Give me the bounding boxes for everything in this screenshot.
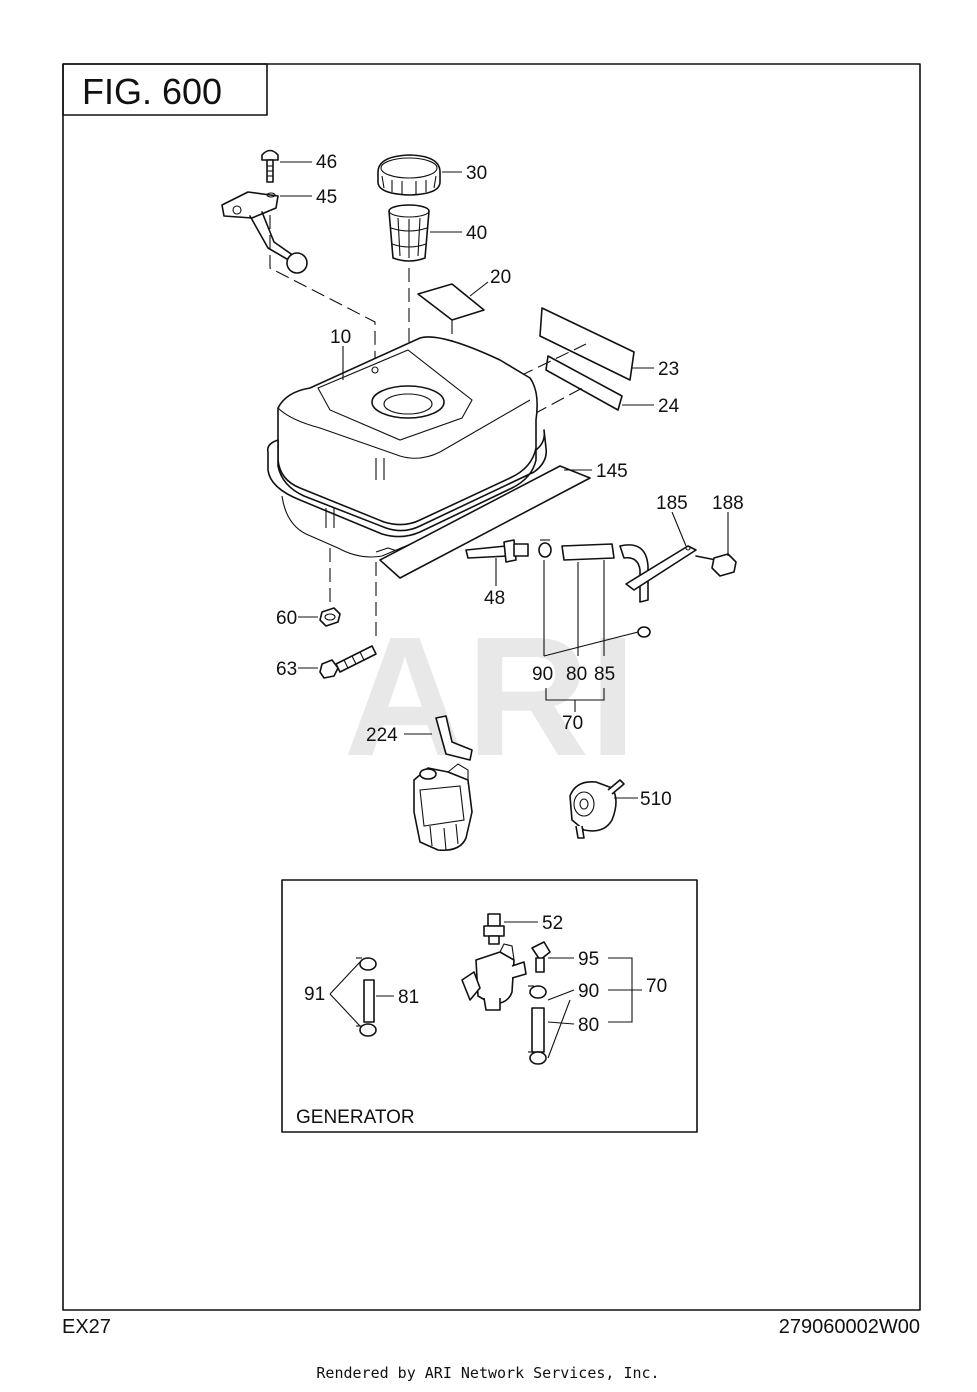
inset-part-90-clamp[interactable] [528,985,547,999]
callout-80: 80 [566,664,587,685]
callout-30: 30 [466,163,487,184]
dash-label-23 [519,343,587,377]
inset-part-81-hose[interactable] [363,979,375,1023]
callout-20: 20 [490,267,511,288]
part-30-fuel-cap[interactable] [377,154,441,196]
callout-70: 70 [562,713,583,734]
generator-inset-box [281,879,698,1133]
callout-40: 40 [466,223,487,244]
title-box [62,63,268,116]
callout-510: 510 [640,789,672,810]
part-145-pad[interactable] [379,465,591,579]
callout-48: 48 [484,588,505,609]
part-23-label[interactable] [539,307,635,381]
callout-45: 45 [316,187,337,208]
inset-part-95-elbow[interactable] [531,941,551,973]
inset-callout-81: 81 [398,987,419,1008]
part-24-label[interactable] [545,355,623,411]
inset-callout-90: 90 [578,981,599,1002]
part-48-fitting[interactable] [465,539,529,563]
leader-20 [469,281,489,297]
model-number: EX27 [62,1316,111,1338]
outer-frame [62,63,921,1311]
leader-185 [671,511,687,547]
figure-title: FIG. 600 [82,71,222,112]
callout-224: 224 [366,725,398,746]
part-80-hose[interactable] [561,543,615,561]
inset-callout-80: 80 [578,1015,599,1036]
inset-part-91-clamp-upper[interactable] [356,957,377,971]
part-510-fuel-pump[interactable] [569,779,625,839]
render-credit: Rendered by ARI Network Services, Inc. [316,1364,659,1382]
part-185-bracket[interactable] [625,545,697,591]
part-10-fuel-tank[interactable] [266,336,548,558]
part-85-clamp[interactable] [637,626,651,638]
part-46-screw[interactable] [261,149,279,183]
dash-gauge-tank [269,215,376,370]
inset-part-91-clamp-lower[interactable] [356,1023,377,1037]
inset-title: GENERATOR [296,1107,415,1128]
inset-bracket-70 [608,957,642,1023]
ari-watermark: ARI [344,602,637,792]
callout-46: 46 [316,152,337,173]
part-188-bolt[interactable] [695,553,737,577]
dash-label-24 [533,385,587,415]
callout-188: 188 [712,493,744,514]
inset-callout-95: 95 [578,949,599,970]
carburetor[interactable] [413,763,473,852]
part-20-label[interactable] [417,283,485,321]
part-85-elbow-hose[interactable] [619,544,649,603]
callout-24: 24 [658,396,680,417]
callout-85: 85 [594,664,615,685]
callout-145: 145 [596,461,628,482]
callout-90: 90 [532,664,553,685]
part-90-clamp[interactable] [538,539,552,558]
inset-leader-91 [329,961,361,1027]
callout-60: 60 [276,608,297,629]
leader-kit [543,631,639,657]
callout-185: 185 [656,493,688,514]
callout-23: 23 [658,359,679,380]
drawing-number: 279060002W00 [779,1316,920,1338]
inset-fuel-valve[interactable] [461,943,527,1011]
callout-63: 63 [276,659,297,680]
inset-leader-80 [547,999,575,1059]
inset-callout-52: 52 [542,913,563,934]
inset-callout-91: 91 [304,984,325,1005]
inset-part-90-lower-clamp[interactable] [529,1051,547,1065]
bracket-70 [545,688,605,712]
part-224-clip[interactable] [435,715,473,761]
part-45-fuel-gauge[interactable] [221,191,308,274]
part-40-strainer[interactable] [388,204,430,262]
callout-10: 10 [330,327,351,348]
watermark-text: ARI [344,602,637,792]
inset-leader-90 [547,989,575,1001]
inset-part-52-fitting[interactable] [483,913,505,945]
inset-part-80-hose[interactable] [531,1007,545,1053]
inset-callout-70: 70 [646,976,667,997]
part-63-bolt[interactable] [319,645,377,679]
part-60-nut[interactable] [319,607,341,627]
